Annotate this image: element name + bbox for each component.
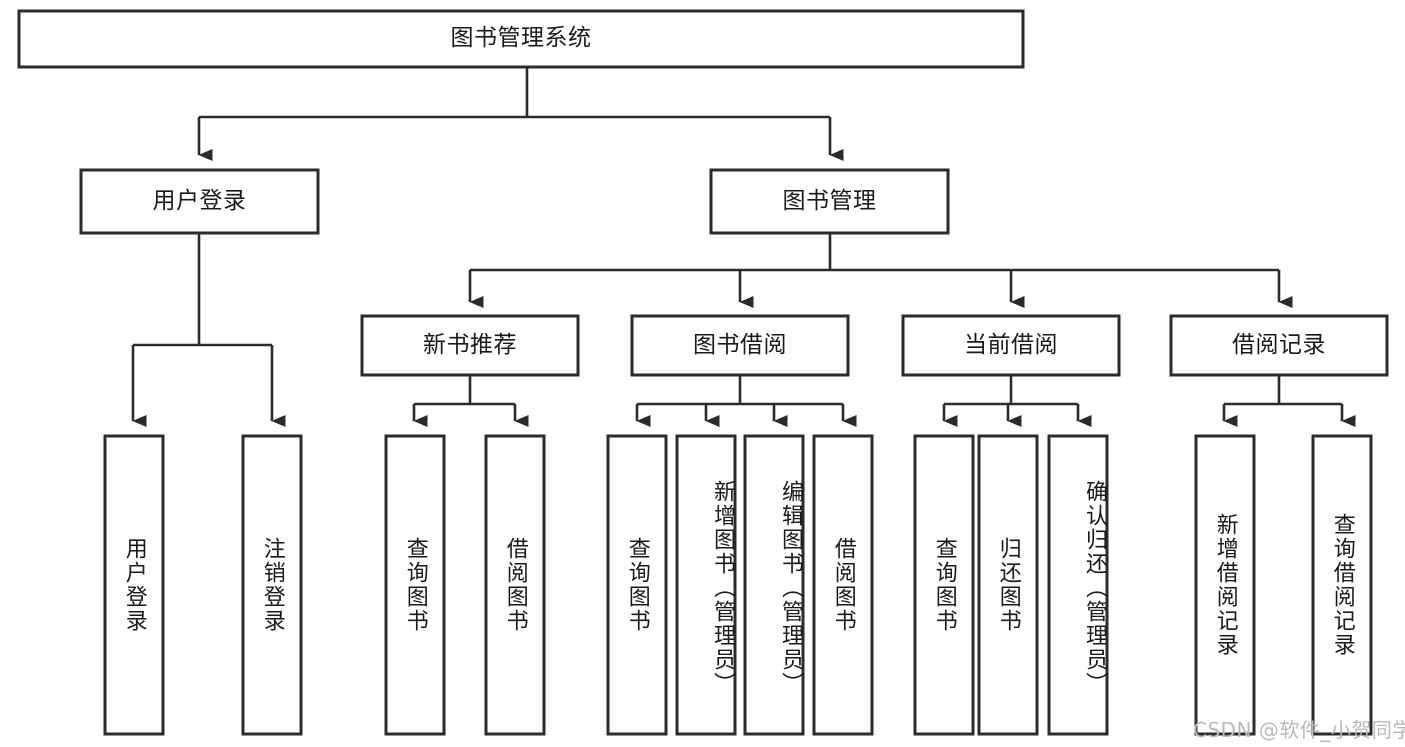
node-root-box[interactable] <box>17 9 1025 69</box>
node-leaf-return-book-box[interactable] <box>977 434 1039 736</box>
node-leaf-query-book-2-box[interactable] <box>606 434 668 736</box>
node-leaf-add-record-box[interactable] <box>1194 434 1256 736</box>
node-book-borrow-box[interactable] <box>630 314 850 377</box>
node-leaf-borrow-book-2-box[interactable] <box>812 434 874 736</box>
node-current-borrow-box[interactable] <box>901 314 1121 377</box>
node-leaf-borrow-book-1-box[interactable] <box>484 434 546 736</box>
node-book-management-box[interactable] <box>709 168 950 235</box>
node-new-book-recommend-box[interactable] <box>360 314 580 377</box>
node-leaf-query-book-3-box[interactable] <box>913 434 975 736</box>
node-leaf-edit-book-box[interactable] <box>743 434 805 736</box>
node-borrow-record-box[interactable] <box>1169 314 1389 377</box>
node-leaf-confirm-return-box[interactable] <box>1047 434 1109 736</box>
node-leaf-query-record-box[interactable] <box>1311 434 1373 736</box>
node-leaf-user-login-box[interactable] <box>103 434 165 736</box>
node-user-login-box[interactable] <box>79 168 320 235</box>
node-leaf-logout-box[interactable] <box>241 434 303 736</box>
node-leaf-add-book-box[interactable] <box>675 434 737 736</box>
node-leaf-query-book-1-box[interactable] <box>384 434 446 736</box>
csdn-watermark: CSDN @软件_小贺同学 <box>1193 718 1405 742</box>
